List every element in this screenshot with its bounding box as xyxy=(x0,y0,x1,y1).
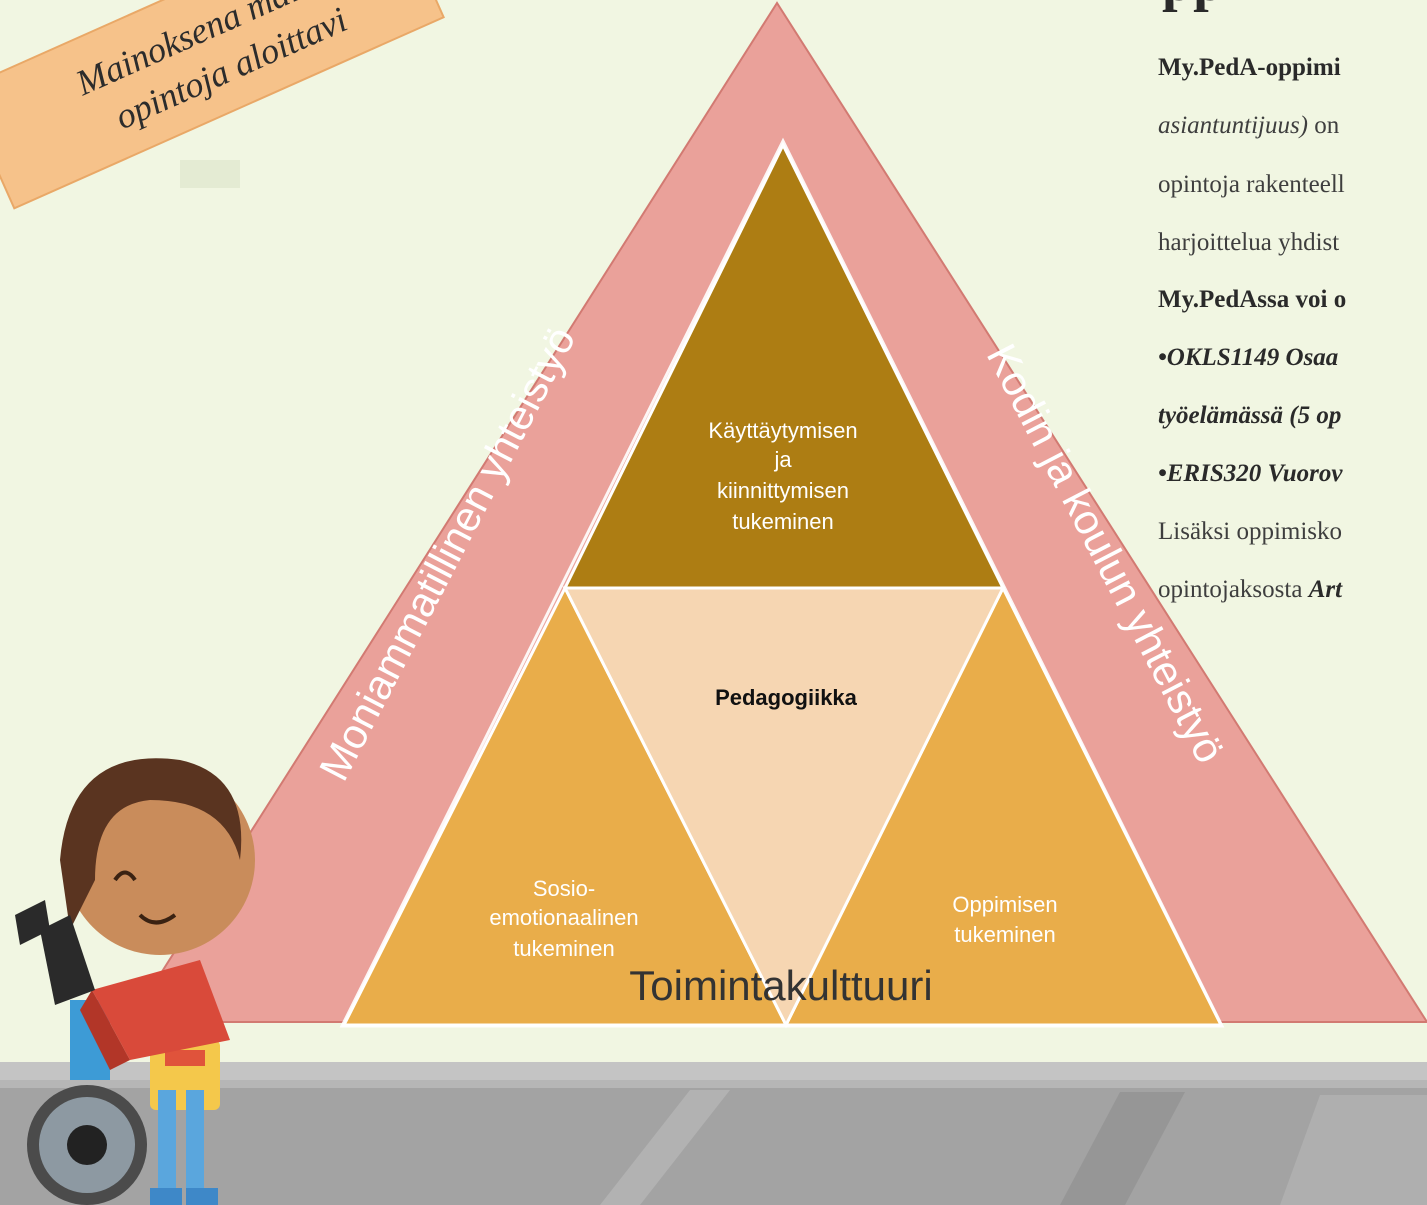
child-wheelchair-illustration xyxy=(15,758,255,1205)
top-section-line-1: Käyttäytymisen xyxy=(708,418,857,443)
body-line-5: My.PedAssa voi o xyxy=(1158,286,1347,313)
body-line-4: harjoittelua yhdist xyxy=(1158,229,1340,256)
body-line-8: •ERIS320 Vuorov xyxy=(1158,460,1343,487)
body-line-10: opintojaksosta Art xyxy=(1158,570,1342,610)
top-section-line-3: kiinnittymisen xyxy=(717,478,849,503)
bottom-left-line-2: emotionaalinen xyxy=(489,905,638,930)
body-line-6: •OKLS1149 Osaa xyxy=(1158,344,1339,371)
body-line-2-rest: on xyxy=(1308,112,1340,139)
heading-fragment: pp xyxy=(1162,0,1282,12)
body-line-3: opintoja rakenteell xyxy=(1158,171,1345,198)
body-line-7: työelämässä (5 op xyxy=(1158,402,1342,429)
heading-fragment-text: pp xyxy=(1162,0,1282,10)
faint-mark xyxy=(180,160,240,188)
body-line-10-start: opintojaksosta xyxy=(1158,576,1309,603)
body-line-2: asiantuntijuus) on xyxy=(1158,106,1339,146)
body-line-10-bold: Art xyxy=(1308,576,1343,603)
bottom-edge-label: Toimintakulttuuri xyxy=(629,962,932,1009)
floor xyxy=(0,1062,1427,1205)
bottom-right-line-1: Oppimisen xyxy=(952,892,1057,917)
body-line-9: Lisäksi oppimisko xyxy=(1158,518,1343,545)
body-line-1: My.PedA-oppimi xyxy=(1158,54,1341,81)
bottom-left-line-3: tukeminen xyxy=(513,936,615,961)
top-section-line-2: ja xyxy=(773,447,792,472)
promo-banner: Mainoksena mais opintoja aloittavi xyxy=(0,0,445,210)
center-section xyxy=(562,586,1006,1029)
support-triangle: Käyttäytymisen ja kiinnittymisen tukemin… xyxy=(128,1,1427,1029)
body-text: My.PedA-oppimi asiantuntijuus) on opinto… xyxy=(1158,40,1427,640)
body-line-2-italic: asiantuntijuus) xyxy=(1158,112,1309,139)
center-label: Pedagogiikka xyxy=(715,685,858,710)
bottom-left-line-1: Sosio- xyxy=(533,876,595,901)
top-section-line-4: tukeminen xyxy=(732,509,834,534)
bottom-right-line-2: tukeminen xyxy=(954,922,1056,947)
